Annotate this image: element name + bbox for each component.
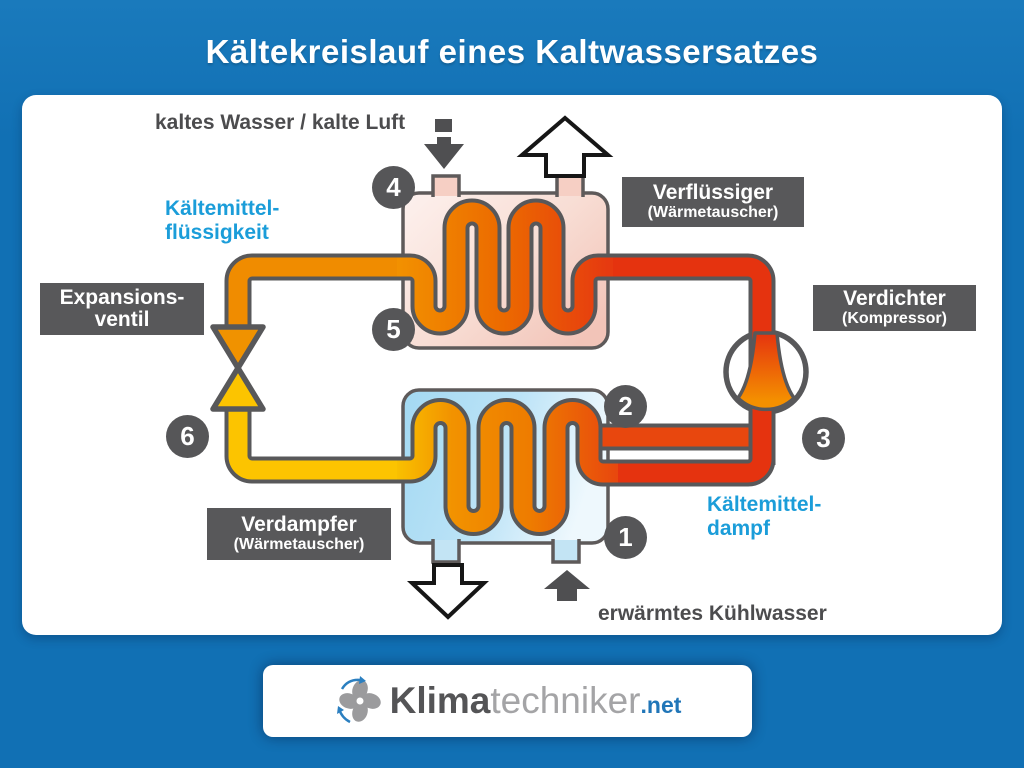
state-point-6: 6 (166, 415, 209, 458)
evaporator-nub-right (553, 540, 579, 562)
condenser-nub-left (433, 176, 459, 196)
warm-air-out-arrow (516, 115, 614, 178)
evaporator-nub-left (433, 540, 459, 562)
expansion-valve-label: Expansions- ventil (40, 283, 204, 335)
cold-water-label: kaltes Wasser / kalte Luft (155, 111, 406, 134)
state-point-3: 3 (802, 417, 845, 460)
refrigerant-vapor-label: Kältemittel-dampf (707, 493, 822, 541)
condenser-coil (397, 198, 613, 336)
refrigeration-cycle-diagram (210, 115, 809, 620)
state-point-1: 1 (604, 516, 647, 559)
expansion-valve (210, 324, 266, 412)
evaporator-coil (397, 398, 618, 536)
refrigerant-liquid-label: Kältemittel-flüssigkeit (165, 197, 280, 245)
compressor-label: Verdichter (Kompressor) (813, 285, 976, 331)
evaporator-label: Verdampfer (Wärmetauscher) (207, 508, 391, 560)
condenser-label: Verflüssiger (Wärmetauscher) (622, 177, 804, 227)
fan-icon (336, 676, 381, 724)
warm-water-in-arrow (544, 570, 590, 601)
cold-water-in-arrow (424, 119, 464, 169)
liquid-line-pipe (224, 253, 406, 484)
warm-water-label: erwärmtes Kühlwasser (598, 602, 827, 625)
state-point-2: 2 (604, 385, 647, 428)
cold-water-out-arrow (406, 563, 490, 620)
state-point-5: 5 (372, 308, 415, 351)
condenser-nub-right (557, 176, 583, 196)
compressor-trumpet (736, 331, 796, 412)
diagram-panel: kaltes Wasser / kalte Luft Kältemittel-f… (22, 95, 1002, 635)
state-point-4: 4 (372, 166, 415, 209)
page-title: Kältekreislauf eines Kaltwassersatzes (205, 33, 819, 70)
